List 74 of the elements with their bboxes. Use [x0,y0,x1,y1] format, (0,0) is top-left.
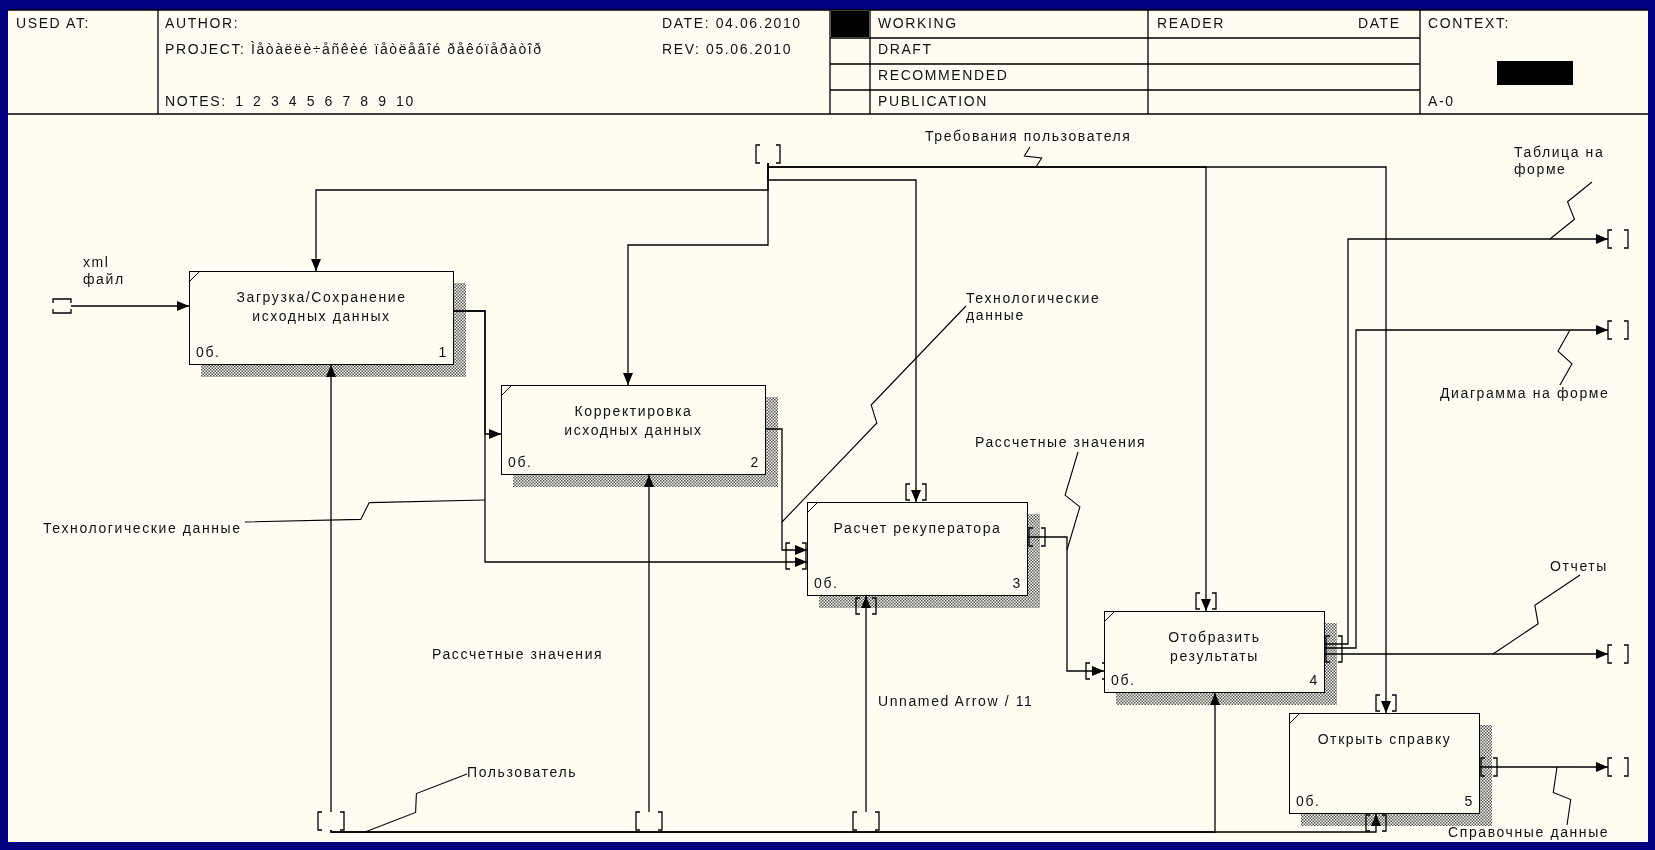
title-block-text: PROJECT: Ìåòàëëè÷åñêèé ïåòëåâîé ðåêóïåðàòîð [165,41,543,57]
cost-label: 0б. [1111,672,1136,688]
leader-line [1023,146,1043,168]
activity-box [501,385,766,475]
cost-label: 0б. [508,454,533,470]
activity-name: Расчет рекуператора [833,519,1002,538]
leader-line [1064,451,1081,551]
cost-label: 0б. [196,344,221,360]
arrow [1479,762,1609,772]
activity-number: 5 [1464,793,1474,809]
arrow-label: Диаграмма на форме [1440,385,1610,402]
activity-box [189,271,454,365]
arrow [861,595,871,813]
title-block-text: CONTEXT: [1428,15,1511,31]
cost-label: 0б. [1296,793,1321,809]
tunnel-bracket [756,145,780,163]
title-block-text: READER [1157,15,1225,31]
activity-name: Корректировка исходных данных [563,402,704,440]
leader-line [781,305,967,523]
arrow-label: Отчеты [1550,558,1608,575]
leader-line [244,499,486,523]
arrow [644,474,654,813]
arrow-label: Рассчетные значения [975,434,1147,451]
arrow [70,301,190,311]
title-block-text: DATE [1358,15,1401,31]
arrow [1324,649,1609,659]
arrow-label: Справочные данные [1448,824,1610,841]
arrow [1324,325,1609,649]
title-block-text: RECOMMENDED [878,67,1009,83]
arrow [453,310,808,567]
arrow-label: Технологические данные [966,290,1141,324]
tunnel-bracket [636,812,662,830]
arrow-label: Пользователь [467,764,578,781]
title-block-text: WORKING [878,15,958,31]
activity-number: 3 [1012,575,1022,591]
title-block-text: DRAFT [878,41,933,57]
activity-box [1289,713,1480,814]
arrow-label: Таблица на форме [1514,144,1619,178]
arrow [1324,234,1609,645]
title-block-text: AUTHOR: [165,15,240,31]
activity-name: Открыть справку [1317,730,1452,749]
tunnel-bracket [1608,230,1628,248]
arrow-label: Технологические данные [43,520,242,537]
activity-number: 2 [750,454,760,470]
tunnel-bracket [1608,645,1628,663]
tunnel-bracket [318,812,344,830]
title-block-text: USED AT: [16,15,90,31]
arrow [326,364,336,813]
activity-name: Загрузка/Сохранение исходных данных [235,288,408,326]
leader-line [1492,574,1581,655]
activity-box [807,502,1028,596]
leader-line [1557,329,1573,386]
tunnel-bracket [853,812,879,830]
activity-name: Отобразить результаты [1167,628,1262,666]
arrow-label: Требования пользователя [925,128,1132,145]
title-block-text: PUBLICATION [878,93,988,109]
leader-line [364,773,468,833]
activity-number: 4 [1309,672,1319,688]
title-block-text: REV: 05.06.2010 [662,41,793,57]
arrow [330,813,1381,833]
leader-line [1552,766,1572,826]
leader-line [1549,181,1593,240]
arrow [1027,536,1105,676]
activity-box [1104,611,1325,693]
tunnel-bracket [1608,758,1628,776]
cost-label: 0б. [814,575,839,591]
arrow [765,428,808,555]
activity-number: 1 [438,344,448,360]
title-block-text: A-0 [1428,93,1455,109]
tunnel-bracket [53,299,71,313]
arrow [767,162,1391,714]
tunnel-bracket [1608,321,1628,339]
title-block-text: NOTES: 1 2 3 4 5 6 7 8 9 10 [165,93,415,109]
title-block-text: DATE: 04.06.2010 [662,15,802,31]
